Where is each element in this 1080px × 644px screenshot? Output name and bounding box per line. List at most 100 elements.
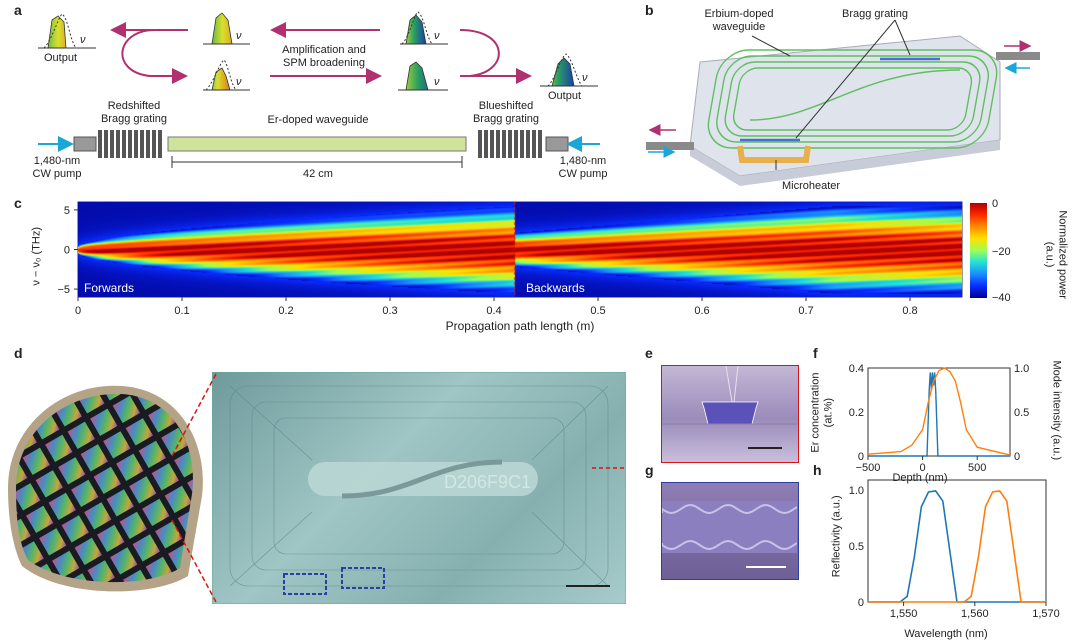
grating-tooth <box>484 130 488 158</box>
red-grating-label: Redshifted Bragg grating <box>94 100 174 125</box>
grating-tooth <box>158 130 162 158</box>
heatmap-xtick-label: 0.3 <box>382 305 397 317</box>
grating-tooth <box>526 130 530 158</box>
h-xlabel: Wavelength (nm) <box>904 628 988 640</box>
sem-cross-section-art <box>662 365 797 449</box>
chip-id-text: D206F9C1 <box>444 472 531 492</box>
colorbar-label-line-2: (a.u.) <box>1044 241 1056 268</box>
plot-f-xtick-label: −500 <box>856 462 881 474</box>
heatmap-xtick-label: 0.5 <box>590 305 605 317</box>
blue-grating-line-2: Bragg grating <box>472 112 540 125</box>
heatmap-xtick-label: 0.4 <box>486 305 501 317</box>
microheater <box>737 145 811 163</box>
spiral-waveguide <box>707 49 998 149</box>
grating-tooth <box>122 130 126 158</box>
heatmap-xtick-label: 0.2 <box>278 305 293 317</box>
pump-label-right: 1,480-nm CW pump <box>548 155 618 180</box>
heatmap-xtick-label: 0.8 <box>902 305 917 317</box>
plot-f-frame <box>867 367 1011 457</box>
fiber-right <box>545 136 569 152</box>
plot-f-xtick-label: 0 <box>920 462 926 474</box>
spectrum-bottom-mid-left <box>203 59 250 91</box>
wafer-photo <box>8 385 203 592</box>
plot-f-xtick-label: 500 <box>968 462 986 474</box>
sem-grating-photo <box>661 482 799 580</box>
red-grating-line-2: Bragg grating <box>100 112 168 125</box>
grating-tooth <box>490 130 494 158</box>
chip-photo-art: D206F9C1 <box>211 371 627 605</box>
grating-tooth <box>152 130 156 158</box>
plot-f-ytick-left-label: 0 <box>858 451 864 463</box>
heatmap-ylabel: ν − ν₀ (THz) <box>30 226 43 286</box>
f-ylabel-left: Er concentration (at.%) <box>809 373 834 453</box>
heatmap-xtick-label: 0.1 <box>174 305 189 317</box>
zoom-lines <box>171 373 217 603</box>
microheater-label: Microheater <box>782 180 841 192</box>
plot-h-xtick-label: 1,550 <box>890 608 918 620</box>
heatmap-xtick-label: 0.7 <box>798 305 813 317</box>
nu-symbol-6: ν <box>582 72 588 84</box>
blue-grating-label: Blueshifted Bragg grating <box>460 100 552 125</box>
panel-label-c: c <box>14 195 22 211</box>
spectrum-output-right <box>540 53 598 87</box>
panel-label-d: d <box>14 345 23 361</box>
erbium-line-2: waveguide <box>712 20 766 33</box>
amplification-line-2: SPM broadening <box>283 56 365 69</box>
plot-h-ytick-label: 1.0 <box>849 485 864 497</box>
arrow-loop-left <box>121 29 188 84</box>
pump-right-line-1: 1,480-nm <box>559 155 607 167</box>
plot-h-xtick-label: 1,570 <box>1032 608 1060 620</box>
grating-right <box>478 130 542 158</box>
length-label: 42 cm <box>303 168 333 180</box>
sem-grating-art <box>662 501 798 568</box>
nu-symbol-3: ν <box>236 76 242 88</box>
amplification-label: Amplification and SPM broadening <box>268 44 380 69</box>
heatmap-xtick-label: 0 <box>75 305 81 317</box>
heatmap-xticks: 0 0.1 0.2 0.3 0.4 0.5 0.6 0.7 0.8 <box>75 297 918 317</box>
plot-f-ytick-left-label: 0.2 <box>849 407 864 419</box>
amplification-line-1: Amplification and <box>282 44 366 56</box>
grating-tooth <box>110 130 114 158</box>
plot-h-series-1 <box>868 490 1046 603</box>
spectrum-top-mid-left <box>203 12 250 45</box>
plot-f-series-2 <box>867 367 1011 456</box>
plot-h-ytick-label: 0.5 <box>849 541 864 553</box>
grating-tooth <box>502 130 506 158</box>
spectrum-bottom-mid-right <box>398 61 448 91</box>
heatmap-xtick-label: 0.6 <box>694 305 709 317</box>
f-ylabel-right: Mode intensity (a.u.) <box>1050 360 1063 461</box>
grating-left <box>98 130 162 158</box>
plot-f-ytick-right-label: 1.0 <box>1014 363 1029 375</box>
pump-label-left: 1,480-nm CW pump <box>22 155 92 180</box>
plot-h-series-2 <box>868 490 1046 603</box>
chip-edge <box>690 140 1000 186</box>
heatmap-ytick-label: −5 <box>57 284 70 296</box>
arrow-loop-right <box>459 29 500 77</box>
pump-left-line-1: 1,480-nm <box>33 155 81 167</box>
panel-label-e: e <box>645 345 653 361</box>
heatmap-ytick-label: 0 <box>64 245 70 257</box>
grating-tooth <box>98 130 102 158</box>
grating-tooth <box>104 130 108 158</box>
output-label-right: Output <box>548 90 582 102</box>
h-ylabel: Reflectivity (a.u.) <box>830 495 843 578</box>
f-xlabel: Depth (nm) <box>892 472 948 484</box>
nu-symbol-1: ν <box>80 34 86 46</box>
plot-f-series-1 <box>868 372 1010 457</box>
grating-tooth <box>496 130 500 158</box>
panel-label-f: f <box>813 345 818 361</box>
grating-tooth <box>134 130 138 158</box>
grating-tooth <box>538 130 542 158</box>
plot-f-ytick-right-label: 0 <box>1014 451 1020 463</box>
plot-f-ytick-left-label: 0.4 <box>849 363 864 375</box>
panel-label-h: h <box>813 462 822 478</box>
nu-symbol-2: ν <box>236 30 242 42</box>
spectrum-top-mid-right <box>400 11 448 45</box>
plot-h-xtick-label: 1,560 <box>961 608 989 620</box>
fiber-b-right <box>996 52 1040 60</box>
heatmap-backwards-label: Backwards <box>526 281 585 295</box>
colorbar-label-line-1: Normalized power <box>1056 210 1069 299</box>
